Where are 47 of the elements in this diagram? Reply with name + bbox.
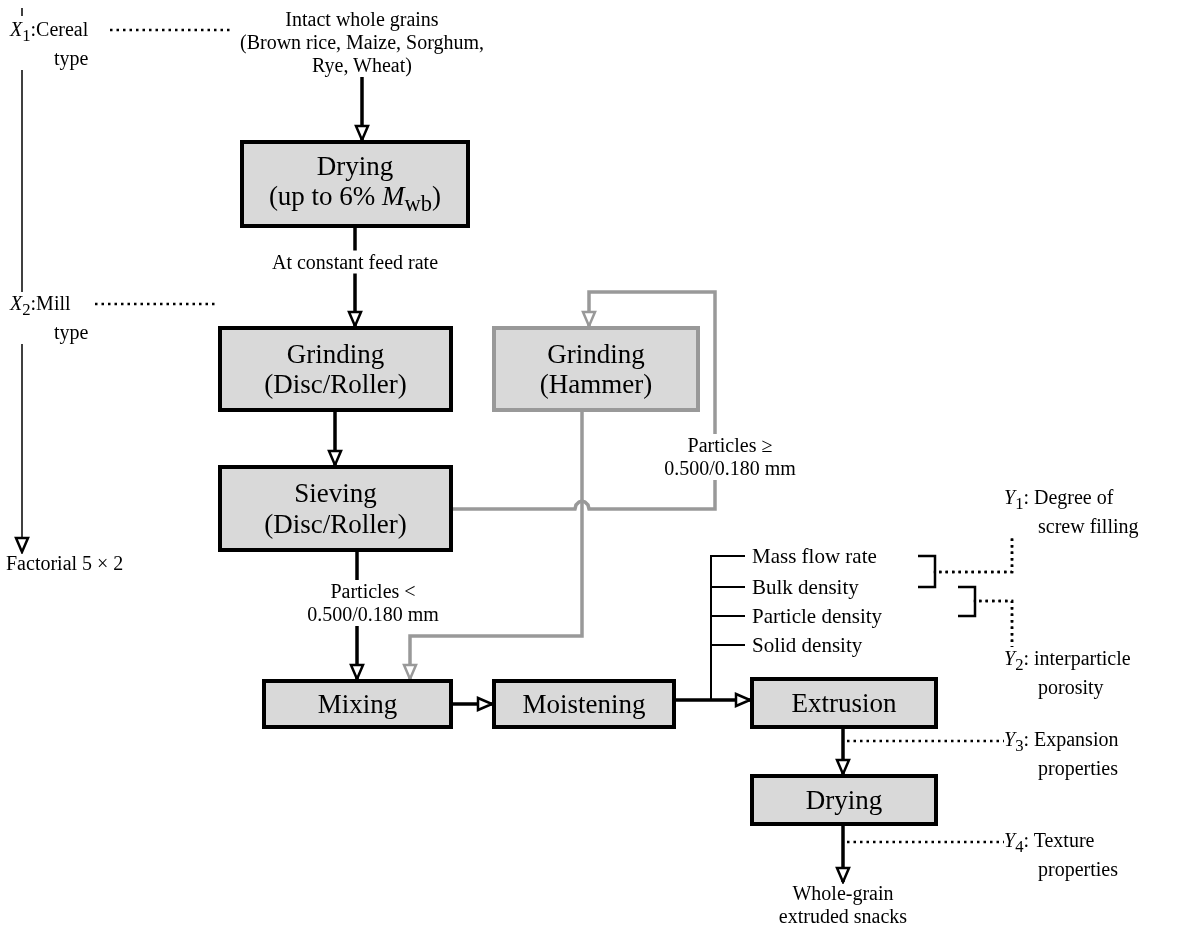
variable-label: X$_{1}$:Cereal type [10,18,110,70]
step-detail: (up to 6% M$_{wb}$) [268,181,442,217]
step-detail: (Disc/Roller) [264,508,407,539]
measurement-label: Bulk density [745,574,861,600]
step-title: Mixing [317,688,398,720]
arrow [453,696,494,712]
process-box [492,326,700,412]
step-title: Grinding [286,338,385,369]
input-title: Intact whole grains [284,8,440,31]
arrow [402,412,584,681]
step-title: Extrusion [791,687,897,719]
arrow [835,729,851,776]
dotted-line [95,302,218,306]
process-box [218,326,453,412]
variable-label: Y$_{1}$: Degree of screw filling [1004,486,1164,538]
measurement-label: Mass flow rate [745,543,879,569]
variable-label: Y$_{3}$: Expansion properties [1004,728,1164,780]
step-title: Moistening [522,688,646,720]
variable-label: Y$_{2}$: interparticle porosity [1004,647,1164,699]
flow-text: Factorial 5 × 2 [6,552,206,575]
process-box [492,679,676,729]
process-box [218,465,453,552]
flow-text: Whole-grain extruded snacks [763,882,923,928]
step-detail: (Disc/Roller) [264,369,407,400]
process-box [240,140,470,228]
process-box [750,677,938,729]
measurement-label: Solid density [745,632,865,658]
step-title: Sieving [294,478,377,509]
variable-label: X$_{2}$:Mill type [10,292,95,344]
process-box [750,774,938,826]
step-title: Grinding [547,338,645,369]
process-box [262,679,453,729]
arrow [676,692,752,708]
connector-line [21,69,23,293]
measurement-label: Particle density [745,603,885,629]
step-detail: (Hammer) [539,369,653,400]
arrow [453,290,717,511]
dotted-line [110,28,232,32]
step-title: Drying [805,784,883,816]
arrow [354,77,370,142]
input-detail: (Brown rice, Maize, Sorghum, Rye, Wheat) [239,31,485,77]
arrow [835,826,851,884]
connector-line [710,644,746,701]
arrow [327,412,343,467]
step-title: Drying [316,151,394,182]
variable-label: Y$_{4}$: Texture properties [1004,829,1164,881]
arrow [14,343,30,554]
